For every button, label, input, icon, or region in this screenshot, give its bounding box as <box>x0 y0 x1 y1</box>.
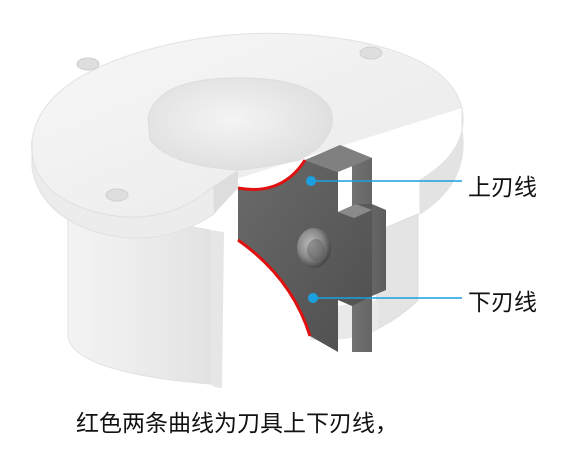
upper-cutting-edge <box>237 159 307 191</box>
label-upper-edge: 上刃线 <box>468 175 537 201</box>
leader-lower <box>308 293 462 303</box>
marker-lower-dot <box>308 293 318 303</box>
label-lower-edge: 下刃线 <box>468 290 537 316</box>
mounting-holes <box>76 46 383 202</box>
mounting-hole <box>105 188 129 202</box>
leader-upper <box>306 176 462 186</box>
lower-cutting-edge <box>237 238 312 337</box>
diagram-caption: 红色两条曲线为刀具上下刃线， <box>76 411 398 437</box>
part-bore <box>147 77 333 171</box>
mounting-hole <box>76 57 100 71</box>
cutting-insert <box>238 145 386 352</box>
marker-upper-dot <box>306 176 316 186</box>
mounting-hole <box>359 46 383 60</box>
insert-screw-hole <box>297 228 331 268</box>
